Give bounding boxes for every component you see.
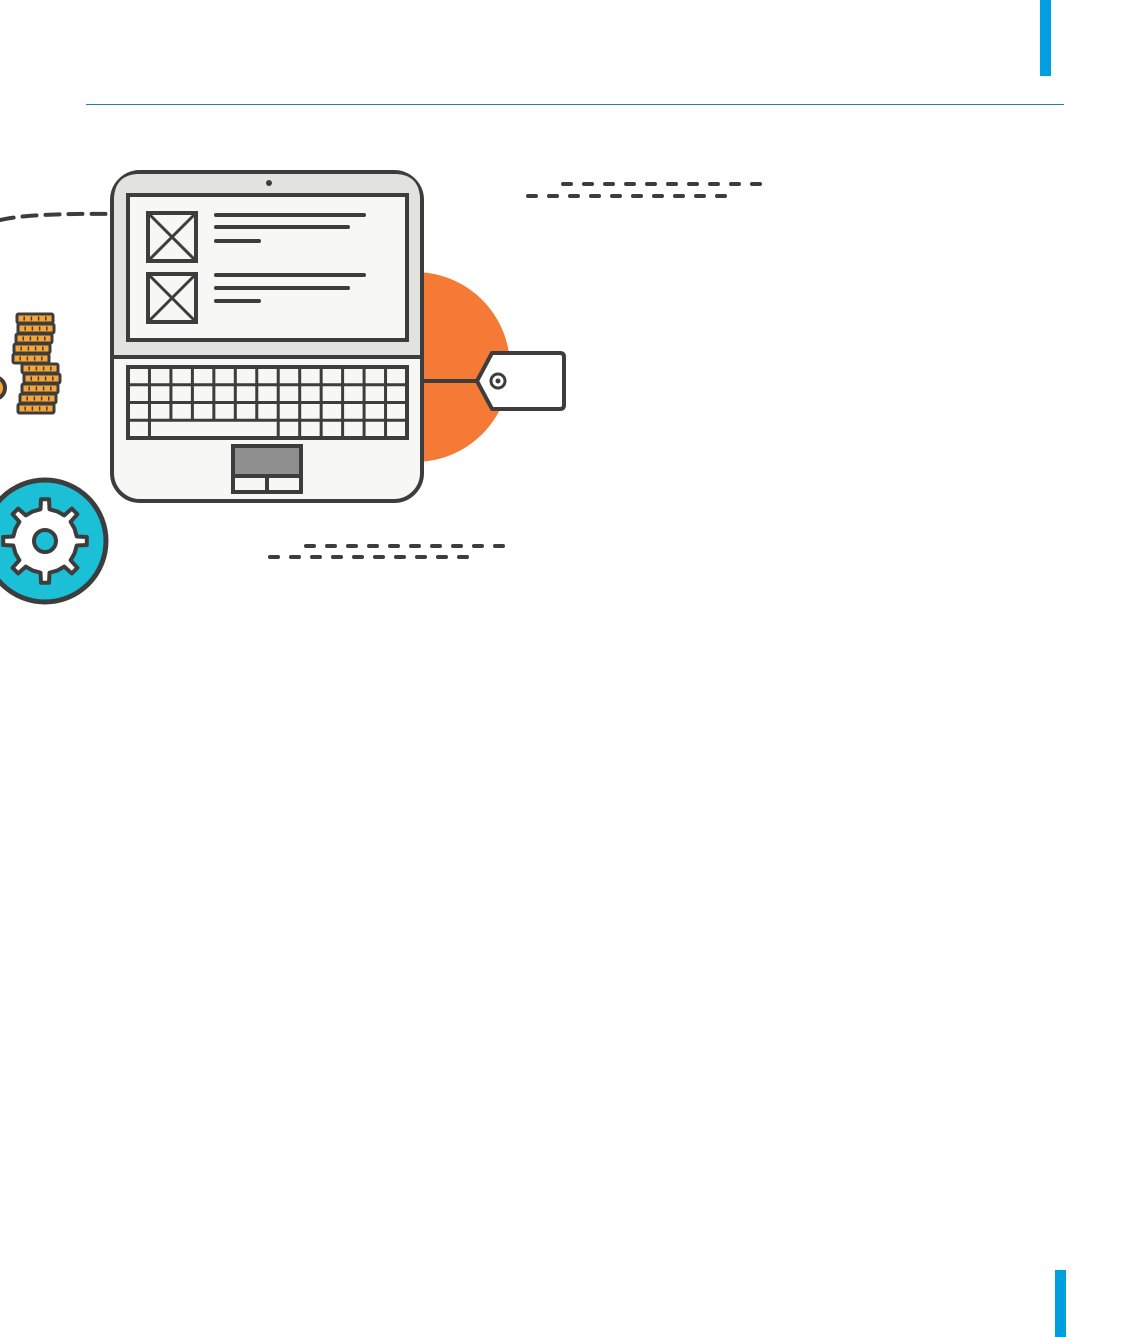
dashed-lines-top [526, 182, 767, 198]
accent-bar-top [1040, 0, 1051, 76]
keyboard [126, 365, 409, 440]
image-placeholder-icon [146, 272, 198, 324]
dashed-lines-bottom [268, 544, 508, 559]
laptop-icon [110, 170, 424, 503]
price-tag-icon [475, 351, 566, 411]
dashed-connector-left [0, 211, 114, 222]
text-lines-row-2 [214, 273, 366, 303]
touchpad [231, 444, 303, 494]
coin-stack-icon [11, 312, 62, 415]
gear-icon [0, 477, 109, 605]
header-rule [86, 104, 1064, 105]
image-placeholder-icon [146, 211, 198, 263]
ecommerce-illustration [0, 170, 767, 605]
text-lines-row-1 [214, 213, 366, 243]
accent-bar-bottom [1055, 1270, 1066, 1337]
coin-side-icon [0, 376, 7, 400]
